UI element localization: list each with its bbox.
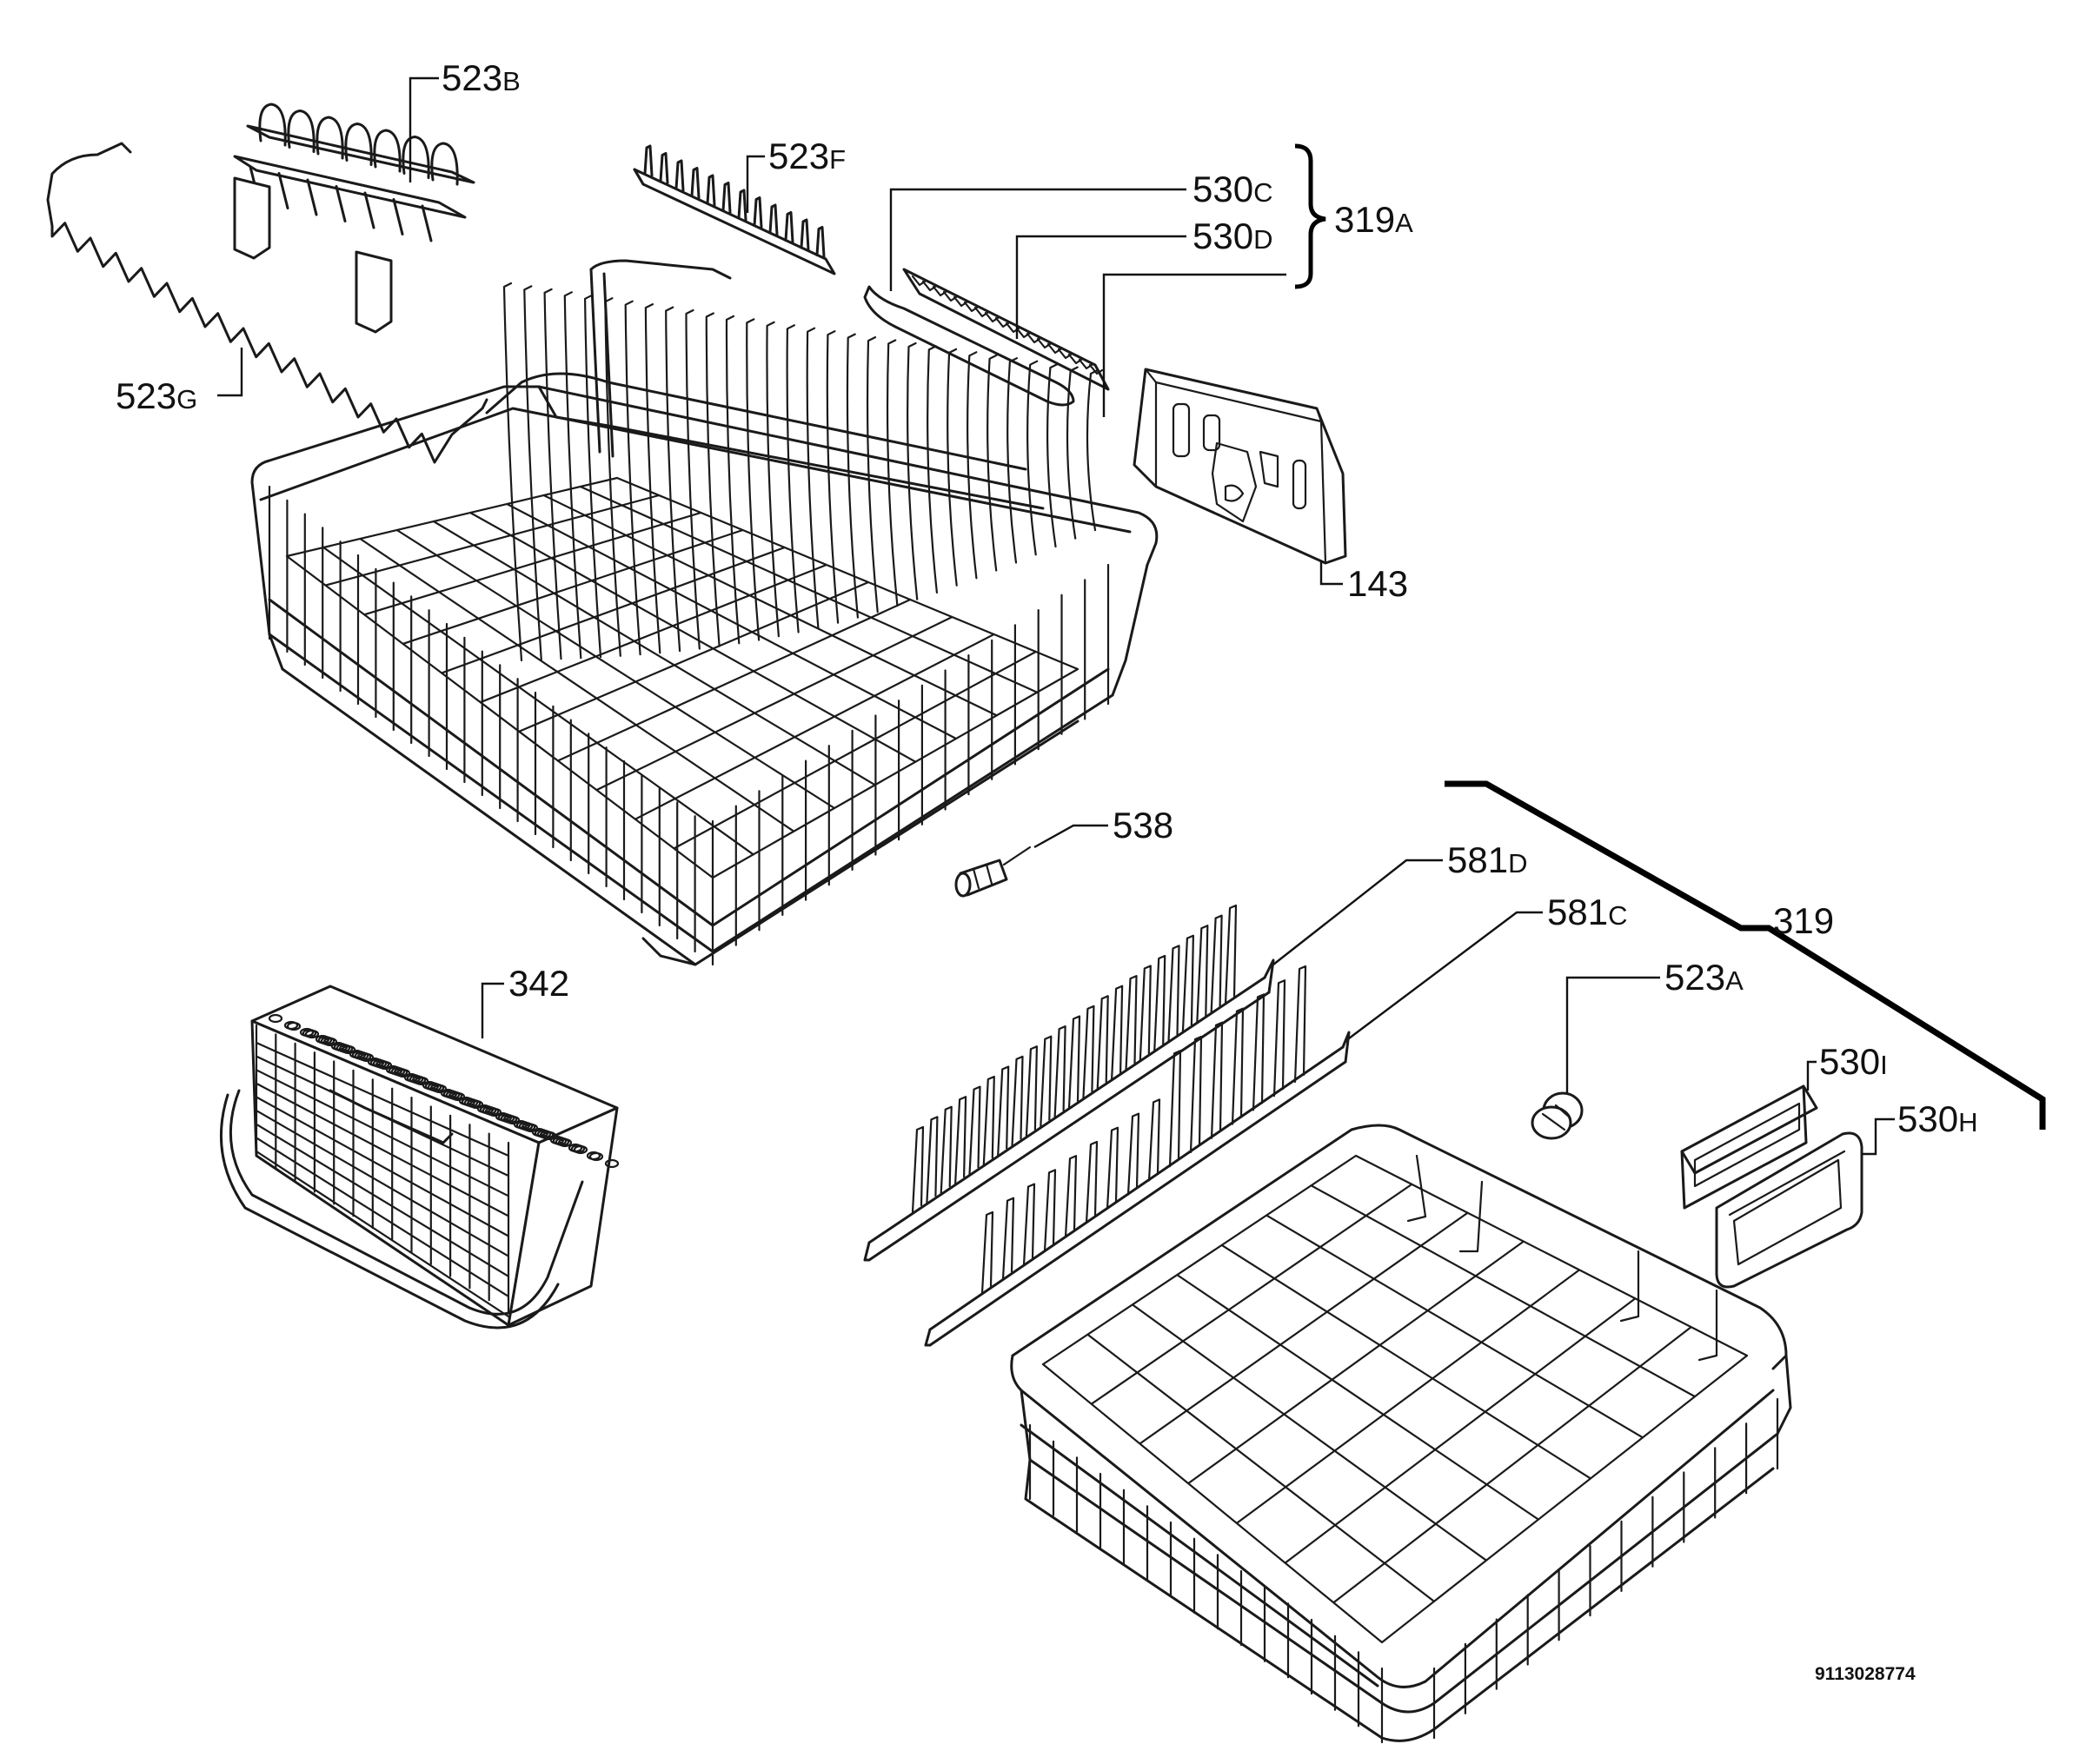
part-530c-strip [863,285,1075,407]
part-530d-chain-strip [902,268,1110,391]
part-143-bracket [1133,368,1347,565]
label-538: 538 [1113,805,1173,846]
clip-part [355,250,393,334]
part-342-cutlery-basket [219,985,620,1330]
part-523f-comb [633,144,836,275]
label-523g: 523G [116,375,197,416]
lower-basket [1010,1124,1792,1744]
label-143: 143 [1347,563,1408,604]
part-523b-tine-rack [233,103,475,334]
label-342: 342 [508,963,569,1004]
part-538-pin [954,846,1032,898]
label-581d: 581D [1447,839,1527,880]
label-530d: 530D [1192,216,1272,256]
upper-basket-319a [250,259,1159,966]
part-581c-tine-row [924,965,1351,1347]
label-523b: 523B [442,57,521,98]
label-530i: 530I [1819,1041,1888,1082]
label-581c: 581C [1547,892,1627,932]
label-530c: 530C [1192,169,1272,209]
label-523f: 523F [768,136,846,176]
drawing-code: 9113028774 [1815,1664,1916,1684]
label-319: 319 [1773,900,1834,941]
clip-part [233,176,271,260]
label-319a: 319A [1334,199,1413,240]
part-530i-frame [1680,1084,1818,1210]
leader-lines [217,76,1895,1156]
part-523g-wavy-wire [46,142,488,464]
label-523a: 523A [1664,957,1744,998]
part-523a-wheel [1531,1091,1584,1140]
part-581d-tine-row [863,904,1275,1262]
part-530h-frame [1715,1131,1863,1289]
part-labels: 523B 523F 523G 530C 530D 319A 143 538 34… [116,57,1977,1139]
label-530h: 530H [1897,1098,1977,1139]
group-line-319 [1445,780,2046,1130]
